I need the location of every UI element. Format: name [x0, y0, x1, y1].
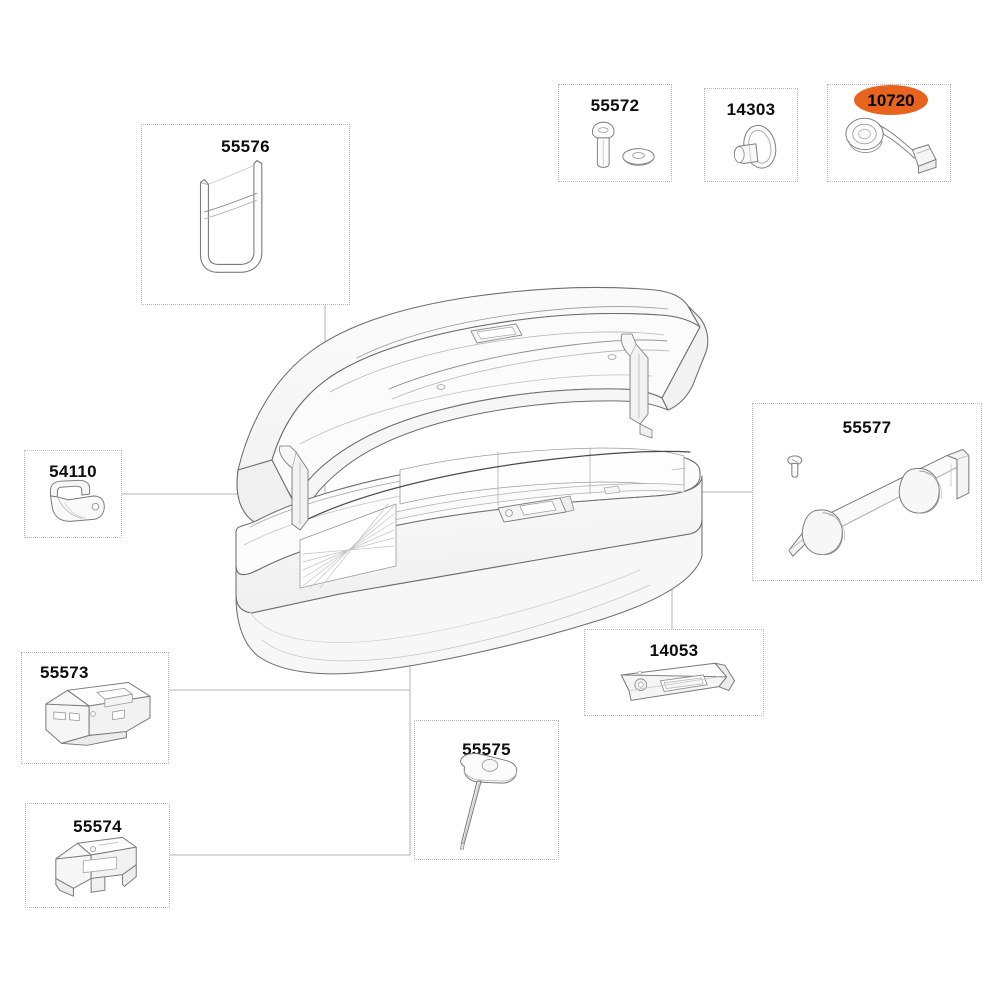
part-panel-14053[interactable]: 14053	[584, 629, 764, 716]
grommet-icon	[733, 124, 777, 169]
part-panel-55577[interactable]: 55577	[752, 403, 982, 581]
part-panel-55575[interactable]: 55575	[414, 720, 559, 860]
part-label-14303: 14303	[726, 100, 776, 119]
part-label-54110: 54110	[49, 462, 97, 481]
part-panel-14303[interactable]: 14303	[704, 88, 798, 182]
bolt-washer-icon	[592, 121, 655, 168]
strap-roll-icon	[845, 117, 937, 174]
part-label-55573: 55573	[40, 663, 89, 682]
part-panel-55573[interactable]: 55573	[21, 652, 169, 764]
hinge-strut-icon	[787, 448, 970, 557]
part-panel-55574[interactable]: 55574	[25, 803, 170, 908]
lever-icon	[50, 479, 105, 522]
handle-latch-icon	[620, 662, 736, 701]
pocket-icon	[199, 160, 263, 273]
part-label-55572: 55572	[590, 96, 640, 115]
clamp-bracket-icon	[55, 836, 137, 897]
part-label-55577: 55577	[842, 418, 892, 437]
t-wrench-icon	[459, 753, 518, 850]
part-label-55576: 55576	[221, 137, 270, 156]
part-panel-54110[interactable]: 54110	[24, 450, 122, 538]
lid-grip-recess	[470, 323, 523, 344]
left-hinge-strut	[279, 445, 309, 531]
right-hinge-strut	[620, 333, 653, 439]
part-label-55574: 55574	[73, 817, 122, 836]
part-badge-10720[interactable]: 10720	[854, 85, 928, 115]
part-panel-55572[interactable]: 55572	[558, 84, 672, 182]
part-panel-10720[interactable]: 10720	[827, 84, 951, 182]
part-panel-55576[interactable]: 55576	[141, 124, 350, 305]
clamp-block-icon	[45, 681, 151, 746]
part-label-14053: 14053	[649, 641, 699, 660]
